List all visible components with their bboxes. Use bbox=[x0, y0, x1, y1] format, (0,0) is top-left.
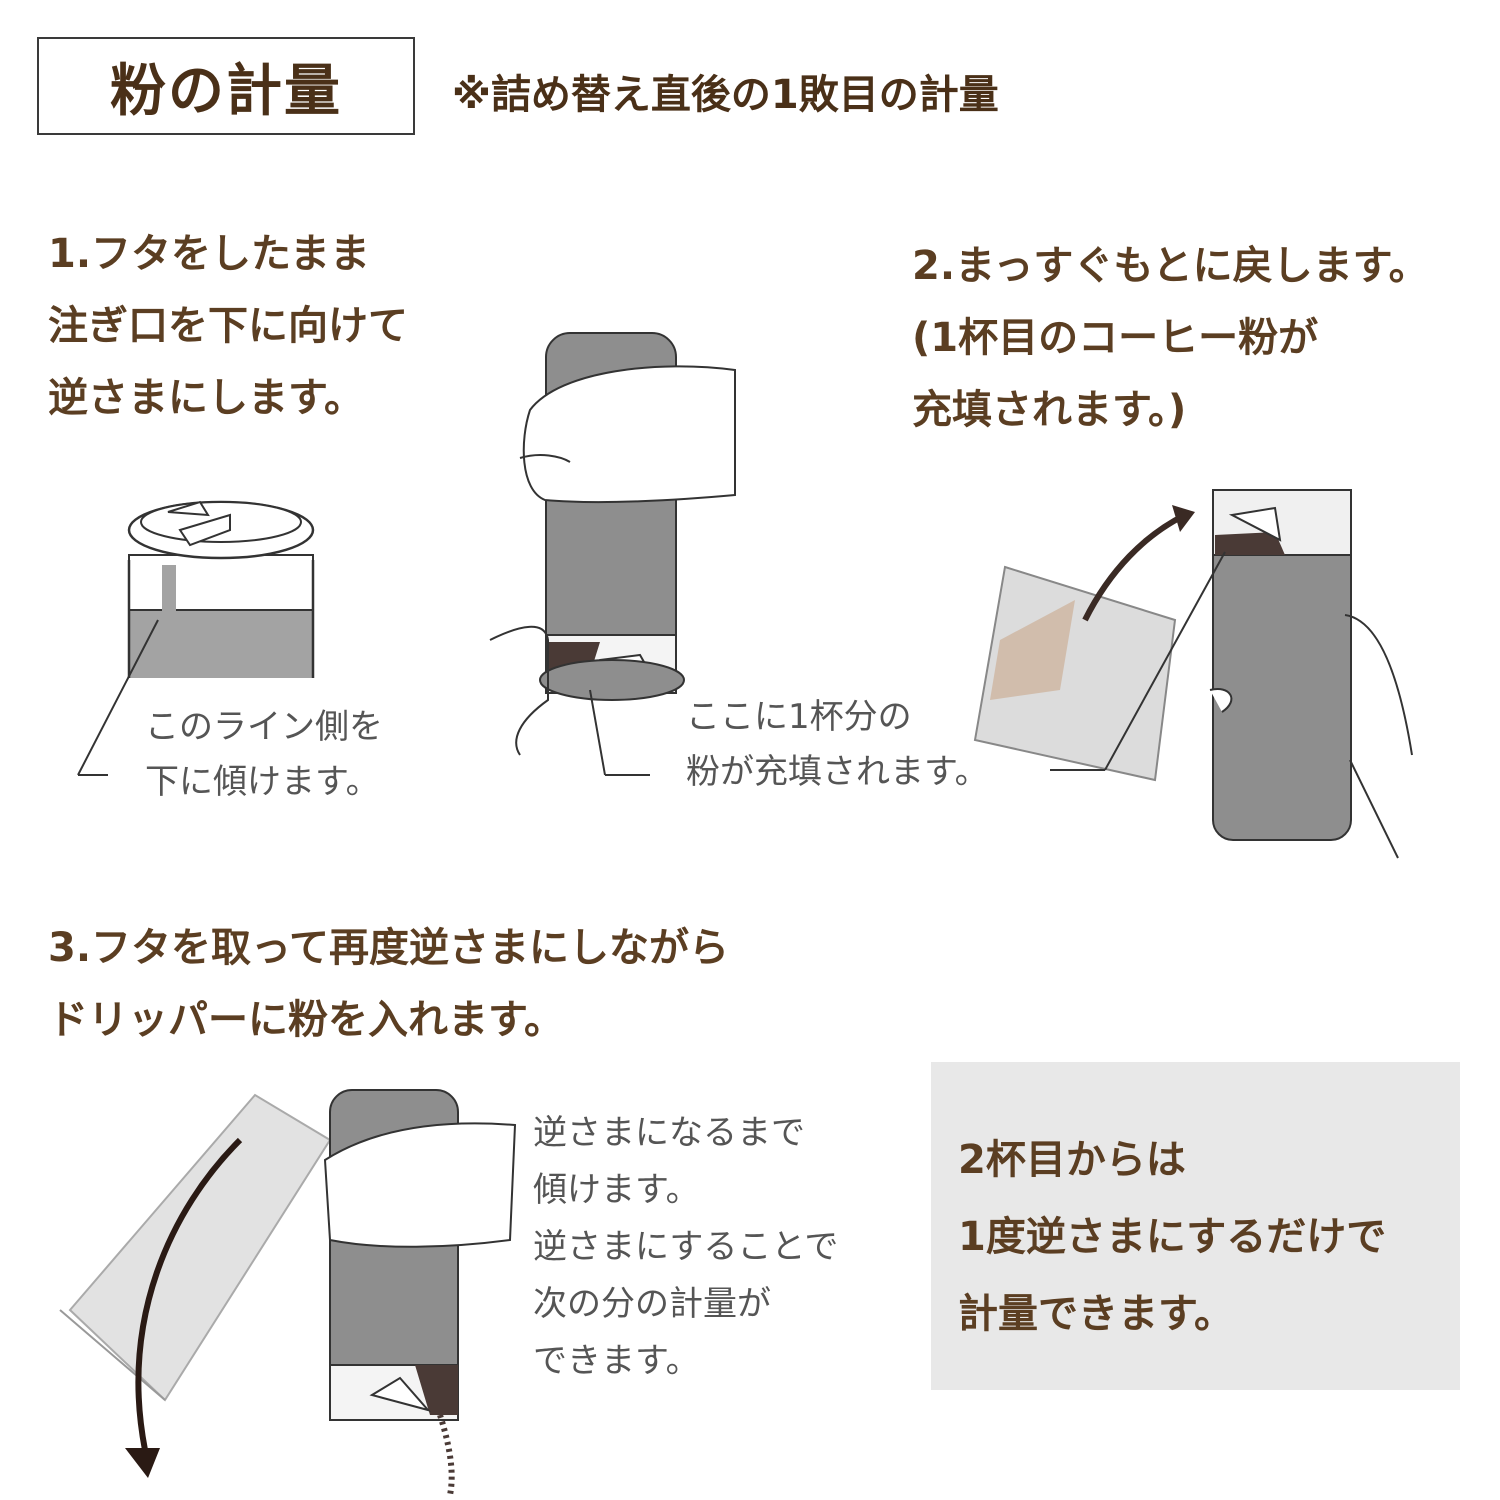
caption-line-side: このライン側を 下に傾けます。 bbox=[145, 700, 383, 810]
caption-filled-here: ここに1杯分の 粉が充填されます。 bbox=[686, 690, 989, 800]
canister-return-upright bbox=[975, 490, 1412, 858]
canister-pouring bbox=[60, 1090, 515, 1495]
note-text: 2杯目からは 1度逆さまにするだけで 計量できます。 bbox=[958, 1122, 1386, 1353]
caption-tilt-until: 逆さまになるまで 傾けます。 逆さまにすることで 次の分の計量が できます。 bbox=[533, 1105, 838, 1390]
